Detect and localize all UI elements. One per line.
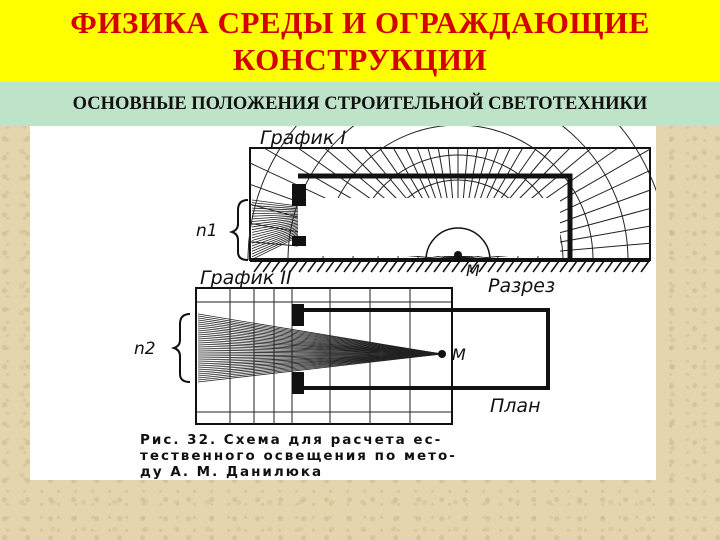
slide-title-line-2: КОНСТРУКЦИИ <box>232 42 488 77</box>
subtitle-band: ОСНОВНЫЕ ПОЛОЖЕНИЯ СТРОИТЕЛЬНОЙ СВЕТОТЕХ… <box>0 82 720 126</box>
title-band: ФИЗИКА СРЕДЫ И ОГРАЖДАЮЩИЕ КОНСТРУКЦИИ <box>0 0 720 82</box>
graph-2-point-m-label: M <box>452 345 466 364</box>
graph-1-label: График I <box>260 127 346 149</box>
graph-1-center-arc <box>425 227 491 261</box>
graph-2-point-m <box>438 350 446 358</box>
caption-line-1: Рис. 32. Схема для расчета ес- <box>140 432 442 448</box>
caption-line-3: ду А. М. Данилюка <box>140 464 323 480</box>
graph-1-window-sill <box>292 236 306 246</box>
graph-1-point-m <box>454 251 462 259</box>
graph-1-window-fan <box>251 199 299 260</box>
figure-caption: Рис. 32. Схема для расчета ес- тественно… <box>140 432 457 480</box>
slide-title-line-1: ФИЗИКА СРЕДЫ И ОГРАЖДАЮЩИЕ <box>70 5 650 40</box>
graph-2-room-outline <box>298 308 550 390</box>
graph-2-n2-brace <box>170 313 191 383</box>
graph-2-window-fan <box>197 313 443 383</box>
graph-1-wall <box>298 173 573 260</box>
graph-1-n1-label: n1 <box>196 221 218 241</box>
graph-1-ground-hatch <box>253 260 650 273</box>
graph-1-point-m-label: M <box>466 261 480 280</box>
slide-subtitle: ОСНОВНЫЕ ПОЛОЖЕНИЯ СТРОИТЕЛЬНОЙ СВЕТОТЕХ… <box>72 93 648 114</box>
graph-1: График I M n1 Разрез <box>196 126 656 297</box>
graph-2-wall-bottom <box>292 372 304 394</box>
graph-2: График II M n2 План <box>134 267 550 425</box>
diagram-drawing: График I M n1 Разрез График II <box>134 126 656 480</box>
graph-1-window-lintel <box>292 184 306 206</box>
graph-1-room-interior <box>298 198 560 256</box>
graph-1-n1-brace <box>228 199 249 261</box>
caption-line-2: тественного освещения по мето- <box>140 448 457 464</box>
plan-label: План <box>490 395 541 417</box>
graph-2-grid-frame <box>195 287 453 425</box>
graph-2-wall-top <box>292 304 304 326</box>
graph-2-n2-label: n2 <box>134 339 156 359</box>
section-label: Разрез <box>488 275 555 297</box>
daniluk-diagram-figure: График I M n1 Разрез График II <box>30 126 656 480</box>
graph-2-label: График II <box>200 267 292 289</box>
